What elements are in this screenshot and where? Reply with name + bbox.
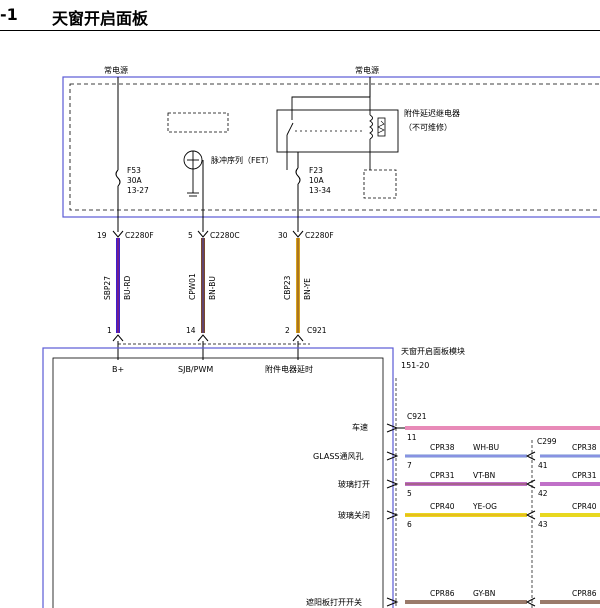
svg-text:车速: 车速 bbox=[352, 422, 368, 432]
signal-row-speed: 车速 C921 11 bbox=[352, 412, 600, 442]
svg-text:CPR38: CPR38 bbox=[572, 443, 597, 452]
pin-number: 5 bbox=[188, 231, 193, 240]
signal-row-glass-vent: GLASS通风孔 C299 CPR38 WH-BU 7 CPR38 41 bbox=[313, 437, 600, 470]
fuse-box-inner bbox=[69, 83, 600, 211]
wire-circuit-2: CPW01 bbox=[188, 273, 197, 300]
connector-bottom-2: 14 bbox=[186, 326, 209, 342]
svg-text:41: 41 bbox=[538, 461, 548, 470]
fuse-f53-amp: 30A bbox=[127, 176, 143, 185]
svg-text:YE-OG: YE-OG bbox=[472, 502, 497, 511]
wire-circuit-3: CBP23 bbox=[283, 275, 292, 300]
svg-text:11: 11 bbox=[407, 433, 417, 442]
relay-ground-box bbox=[363, 169, 397, 199]
svg-text:CPR40: CPR40 bbox=[572, 502, 597, 511]
fuse-f53-icon bbox=[115, 169, 121, 187]
wire-color-1: BU-RD bbox=[123, 275, 132, 300]
svg-text:GLASS通风孔: GLASS通风孔 bbox=[313, 451, 363, 461]
svg-text:2: 2 bbox=[285, 326, 290, 335]
svg-text:7: 7 bbox=[407, 461, 412, 470]
power-label-right: 常电源 bbox=[355, 65, 379, 75]
relay-note: （不可维修） bbox=[404, 122, 452, 132]
module-label-bplus: B+ bbox=[112, 365, 124, 374]
svg-text:CPR86: CPR86 bbox=[430, 589, 455, 598]
connector-id: C2280F bbox=[305, 231, 334, 240]
svg-text:GY-BN: GY-BN bbox=[473, 589, 495, 598]
module-label-delay: 附件电器延时 bbox=[265, 364, 313, 374]
connector-bottom-1: 1 bbox=[107, 326, 124, 342]
svg-text:遮阳板打开开关: 遮阳板打开开关 bbox=[306, 597, 362, 607]
module-label-sjb: SJB/PWM bbox=[178, 365, 213, 374]
fuse-f53-id: F53 bbox=[127, 166, 141, 175]
connector-id: C2280F bbox=[125, 231, 154, 240]
page-title: 天窗开启面板 bbox=[52, 9, 149, 28]
svg-text:C299: C299 bbox=[537, 437, 557, 446]
svg-text:CPR86: CPR86 bbox=[572, 589, 597, 598]
pin-number: 19 bbox=[97, 231, 107, 240]
fuse-box-outline bbox=[62, 76, 600, 218]
connector-top-3: 30 C2280F bbox=[278, 230, 334, 240]
module-ref: 151-20 bbox=[401, 361, 429, 370]
svg-text:玻璃关闭: 玻璃关闭 bbox=[338, 510, 370, 520]
section-number: -1 bbox=[0, 5, 18, 24]
relay-switch-icon bbox=[286, 122, 294, 136]
svg-text:VT-BN: VT-BN bbox=[473, 471, 495, 480]
relay-box bbox=[276, 109, 399, 153]
module-inner bbox=[52, 357, 384, 608]
svg-text:C921: C921 bbox=[407, 412, 427, 421]
relay-label: 附件延迟继电器 bbox=[404, 108, 460, 118]
relay-coil-icon bbox=[369, 114, 373, 140]
module-name: 天窗开启面板模块 bbox=[401, 346, 465, 356]
signal-row-sunshade: 遮阳板打开开关 CPR86 GY-BN CPR86 bbox=[306, 589, 600, 607]
fuse-f23-ref: 13-34 bbox=[309, 186, 331, 195]
svg-text:玻璃打开: 玻璃打开 bbox=[338, 479, 370, 489]
svg-text:42: 42 bbox=[538, 489, 548, 498]
svg-text:CPR31: CPR31 bbox=[430, 471, 455, 480]
power-label-left: 常电源 bbox=[104, 65, 128, 75]
svg-text:43: 43 bbox=[538, 520, 548, 529]
pin-number: 30 bbox=[278, 231, 288, 240]
pulse-label: 脉冲序列（FET） bbox=[211, 155, 274, 165]
svg-text:CPR31: CPR31 bbox=[572, 471, 597, 480]
wire-color-2: BN-BU bbox=[208, 276, 217, 300]
fuse-f53-ref: 13-27 bbox=[127, 186, 149, 195]
svg-text:14: 14 bbox=[186, 326, 196, 335]
svg-text:1: 1 bbox=[107, 326, 112, 335]
connector-top-1: 19 C2280F bbox=[97, 230, 154, 240]
signal-row-glass-open: 玻璃打开 CPR31 VT-BN 5 CPR31 42 bbox=[338, 471, 600, 498]
connector-top-2: 5 C2280C bbox=[188, 230, 240, 240]
svg-text:6: 6 bbox=[407, 520, 412, 529]
svg-text:WH-BU: WH-BU bbox=[473, 443, 499, 452]
svg-text:CPR40: CPR40 bbox=[430, 502, 455, 511]
wire-circuit-1: SBP27 bbox=[103, 276, 112, 300]
svg-text:CPR38: CPR38 bbox=[430, 443, 455, 452]
module-outline bbox=[42, 347, 394, 608]
svg-text:C921: C921 bbox=[307, 326, 327, 335]
connector-bottom-3: 2 C921 bbox=[285, 326, 327, 342]
svg-text:5: 5 bbox=[407, 489, 412, 498]
page-header: -1 天窗开启面板 bbox=[0, 0, 600, 31]
wire-color-3: BN-YE bbox=[303, 278, 312, 300]
fuse-f23-amp: 10A bbox=[309, 176, 325, 185]
connector-id: C2280C bbox=[210, 231, 240, 240]
fuse-f23-id: F23 bbox=[309, 166, 323, 175]
fuse-f23-icon bbox=[295, 167, 301, 185]
signal-row-glass-close: 玻璃关闭 CPR40 YE-OG 6 CPR40 43 bbox=[338, 502, 600, 529]
placeholder-box-left bbox=[167, 112, 229, 133]
